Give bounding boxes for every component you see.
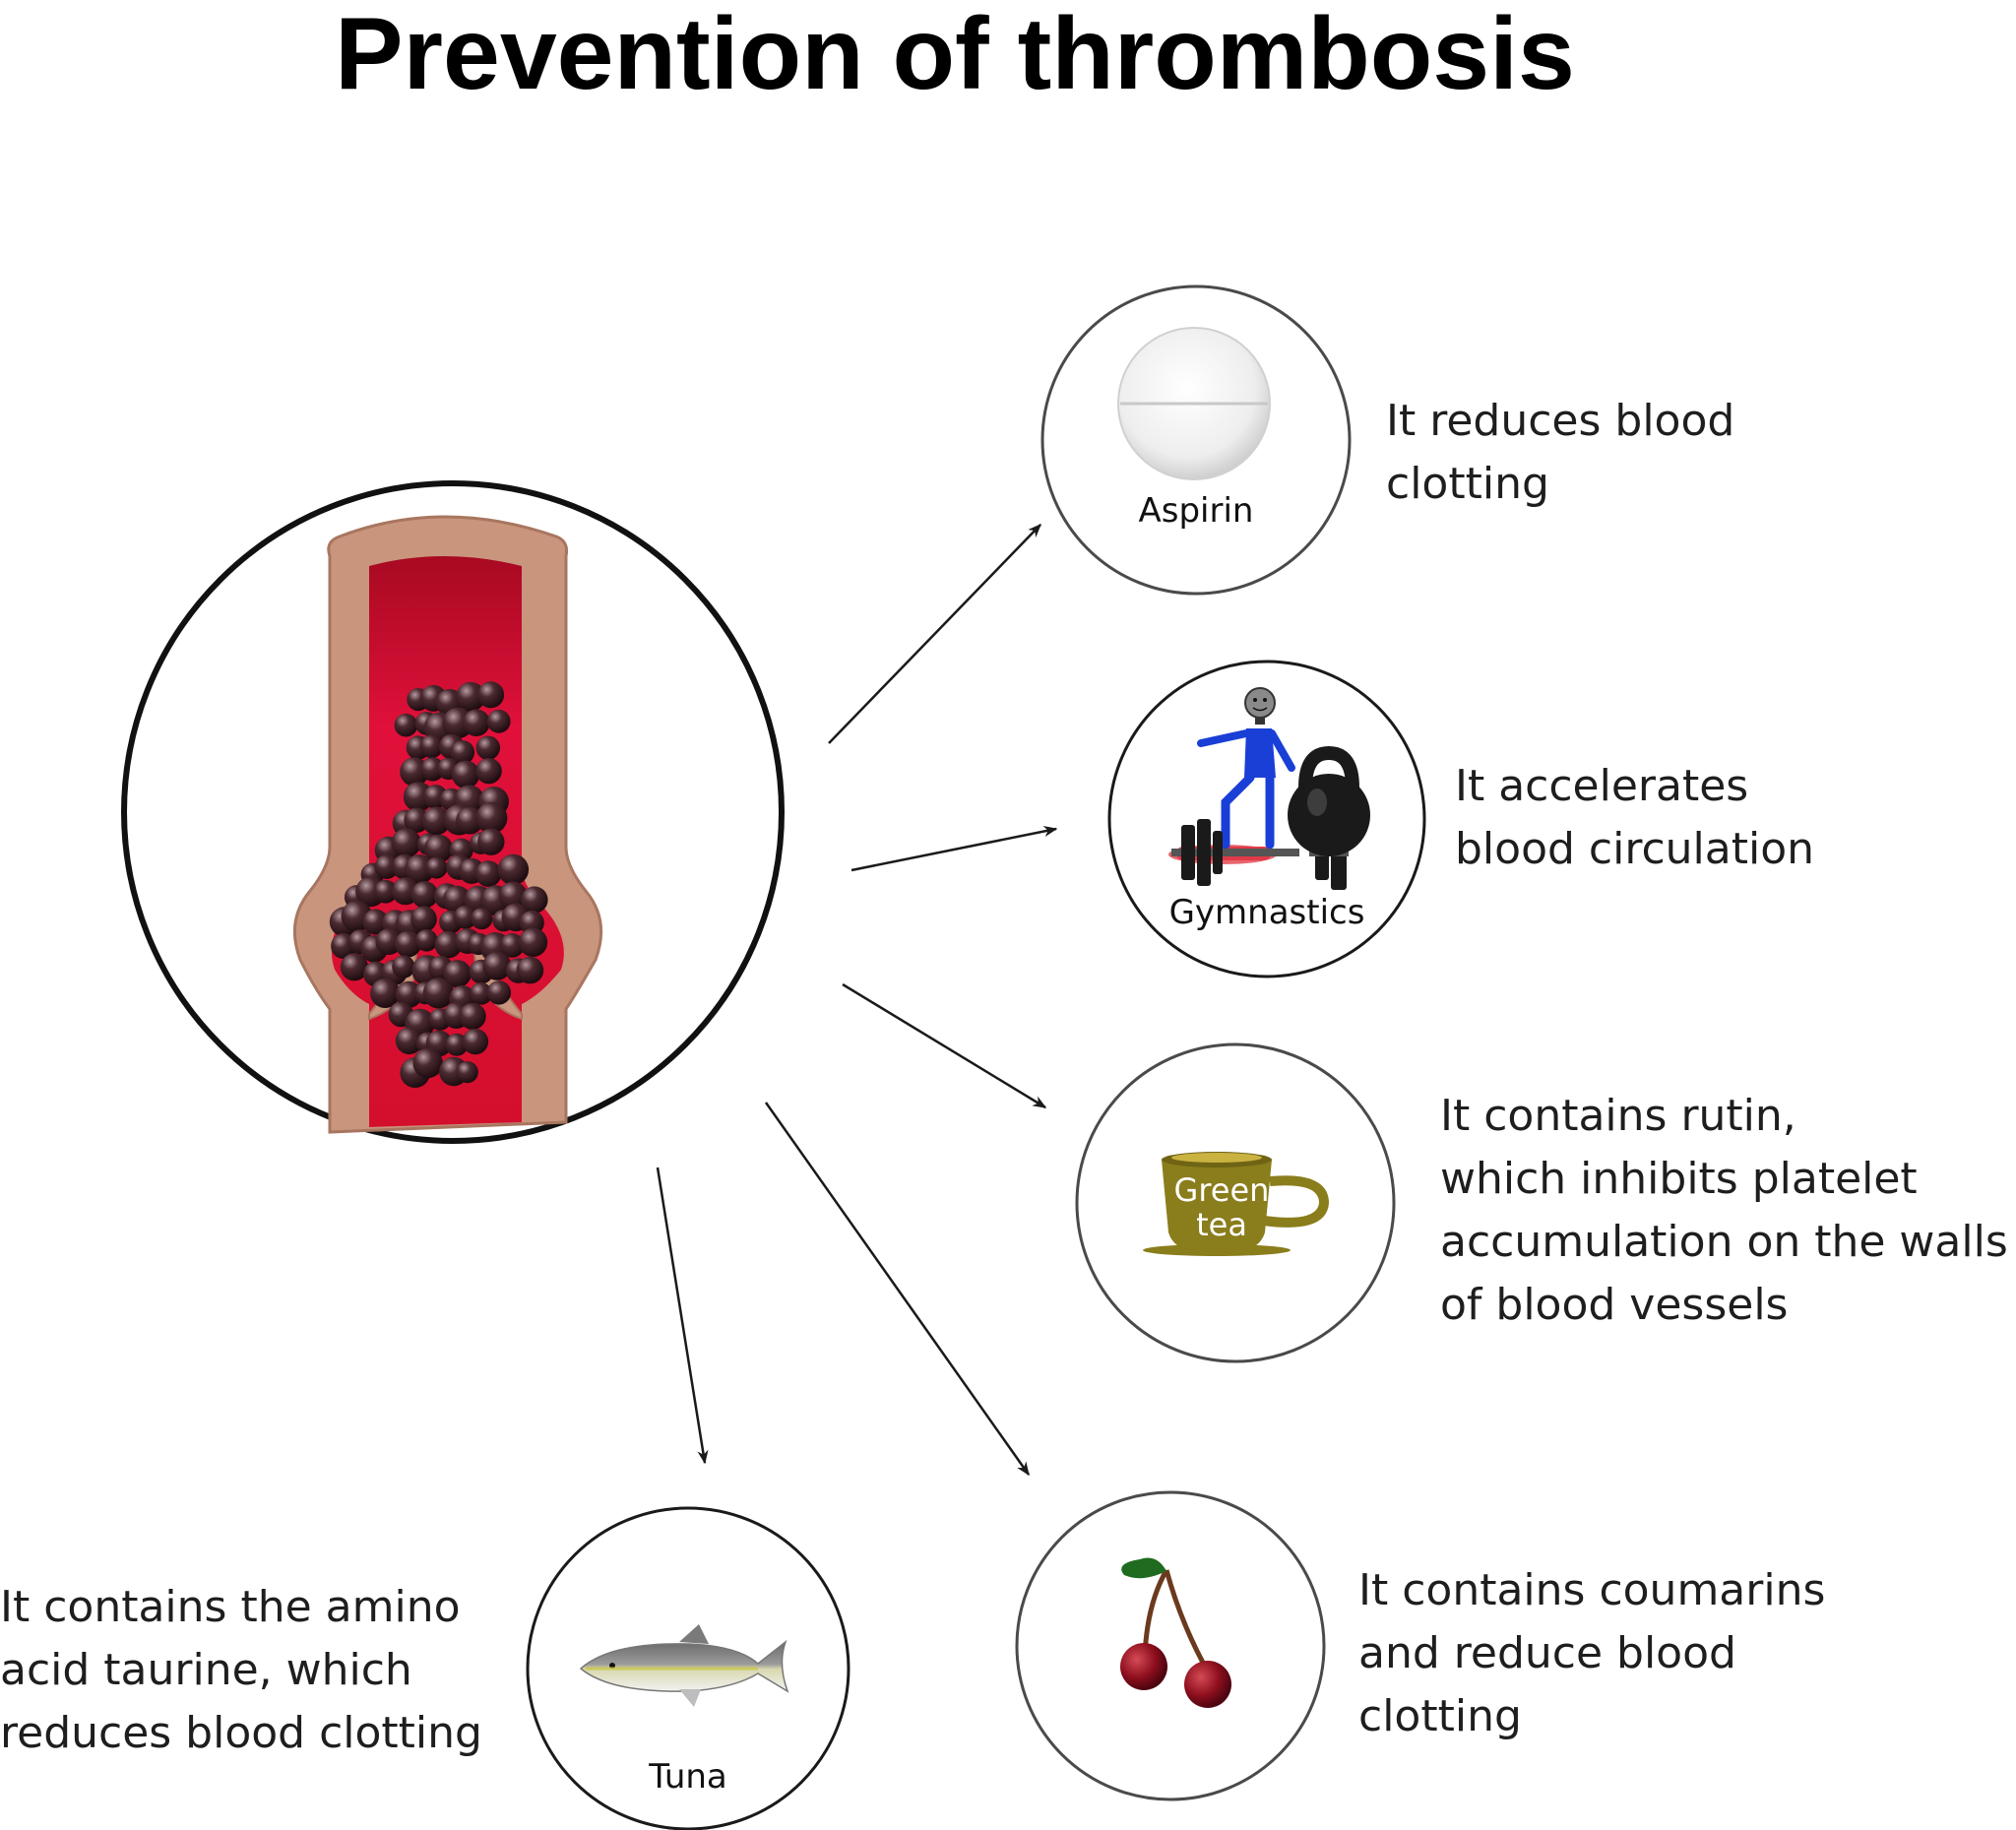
clot-cell: [471, 908, 493, 930]
clot-cell: [392, 955, 415, 978]
tuna-fish-icon: [579, 1624, 789, 1707]
arrow-to-green-tea: [842, 982, 1047, 1109]
clot-cell: [410, 881, 439, 909]
clot-cell: [419, 734, 444, 759]
aspirin-label: Aspirin: [1139, 491, 1254, 531]
clot-cell: [412, 1047, 443, 1079]
clot-cell: [415, 929, 438, 952]
aspirin-circle: Aspirin: [1040, 284, 1352, 596]
clot-cell: [477, 681, 505, 709]
clot-cell: [482, 951, 512, 980]
clot-cell: [477, 828, 505, 855]
gymnastics-label: Gymnastics: [1169, 893, 1365, 932]
thrombus-vessel-icon: [121, 480, 785, 1144]
arrow-to-gymnastics: [850, 826, 1058, 872]
clot-cell: [499, 933, 525, 958]
clot-cell: [474, 860, 502, 887]
green-tea-circle: Green tea: [1075, 1042, 1396, 1363]
clot-cell: [475, 801, 508, 834]
clot-cell: [374, 854, 400, 879]
clot-cell: [422, 978, 454, 1009]
clot-cell: [375, 928, 403, 955]
clot-cell: [518, 927, 548, 957]
clot-cell: [424, 834, 453, 863]
clot-cell: [450, 740, 474, 765]
clot-cell: [405, 854, 435, 884]
clot-cell: [486, 709, 511, 733]
page-title: Prevention of thrombosis: [335, 0, 1575, 111]
arrow-to-aspirin: [828, 523, 1041, 744]
green-tea-label-line2: tea: [1196, 1206, 1247, 1243]
gymnastics-circle: Gymnastics: [1107, 660, 1426, 978]
arrow-to-cherry: [764, 1102, 1031, 1477]
tuna-description: It contains the amino acid taurine, whic…: [0, 1582, 482, 1758]
cherry-description: It contains coumarins and reduce blood c…: [1358, 1565, 1826, 1741]
green-tea-description: It contains rutin, which inhibits platel…: [1440, 1091, 2008, 1330]
clot-cell: [373, 879, 398, 904]
clot-cell: [498, 881, 528, 911]
clot-cell: [459, 1002, 486, 1030]
clot-cell: [421, 806, 451, 836]
clot-cell: [443, 960, 472, 988]
clot-cell: [462, 1028, 489, 1055]
aspirin-description: It reduces blood clotting: [1386, 396, 1735, 509]
clot-cell: [451, 760, 480, 789]
clot-cell: [340, 953, 368, 981]
clot-cell: [470, 982, 492, 1005]
clot-cell: [404, 807, 430, 833]
clot-cell: [456, 681, 485, 712]
clot-cell: [395, 1027, 423, 1055]
clot-cell: [370, 978, 401, 1008]
clot-cell: [497, 853, 530, 886]
clot-cell: [394, 713, 418, 737]
clot-cell: [486, 980, 512, 1005]
clot-cell: [403, 782, 434, 812]
green-tea-cup-icon: Green tea: [1143, 1152, 1330, 1256]
clot-cell: [425, 856, 448, 879]
clot-cell: [362, 909, 389, 935]
tuna-circle: Tuna: [526, 1506, 850, 1830]
clot-cell: [445, 1033, 469, 1056]
green-tea-label-line1: Green: [1174, 1171, 1270, 1209]
clot-cell: [475, 758, 502, 785]
clot-cell: [516, 956, 544, 984]
clot-cell: [453, 905, 477, 929]
arrows: [656, 523, 1058, 1477]
tuna-label: Tuna: [648, 1757, 727, 1797]
gymnastics-icon: [1168, 687, 1370, 890]
clot-cell: [475, 735, 500, 760]
clot-cell: [410, 906, 437, 932]
clot-cell: [420, 757, 445, 782]
cherry-icon: [1120, 1557, 1231, 1708]
clot-cell: [463, 709, 490, 736]
clot-cell: [456, 1061, 478, 1084]
clot: [329, 681, 548, 1088]
clot-cell: [521, 886, 548, 914]
aspirin-pill-icon: [1117, 327, 1271, 480]
clot-cell: [395, 930, 421, 958]
clot-cell: [391, 828, 421, 858]
cherry-circle: [1015, 1490, 1326, 1801]
gymnastics-description: It accelerates blood circulation: [1455, 761, 1814, 874]
clot-cell: [434, 930, 463, 959]
arrow-to-tuna: [656, 1167, 709, 1465]
